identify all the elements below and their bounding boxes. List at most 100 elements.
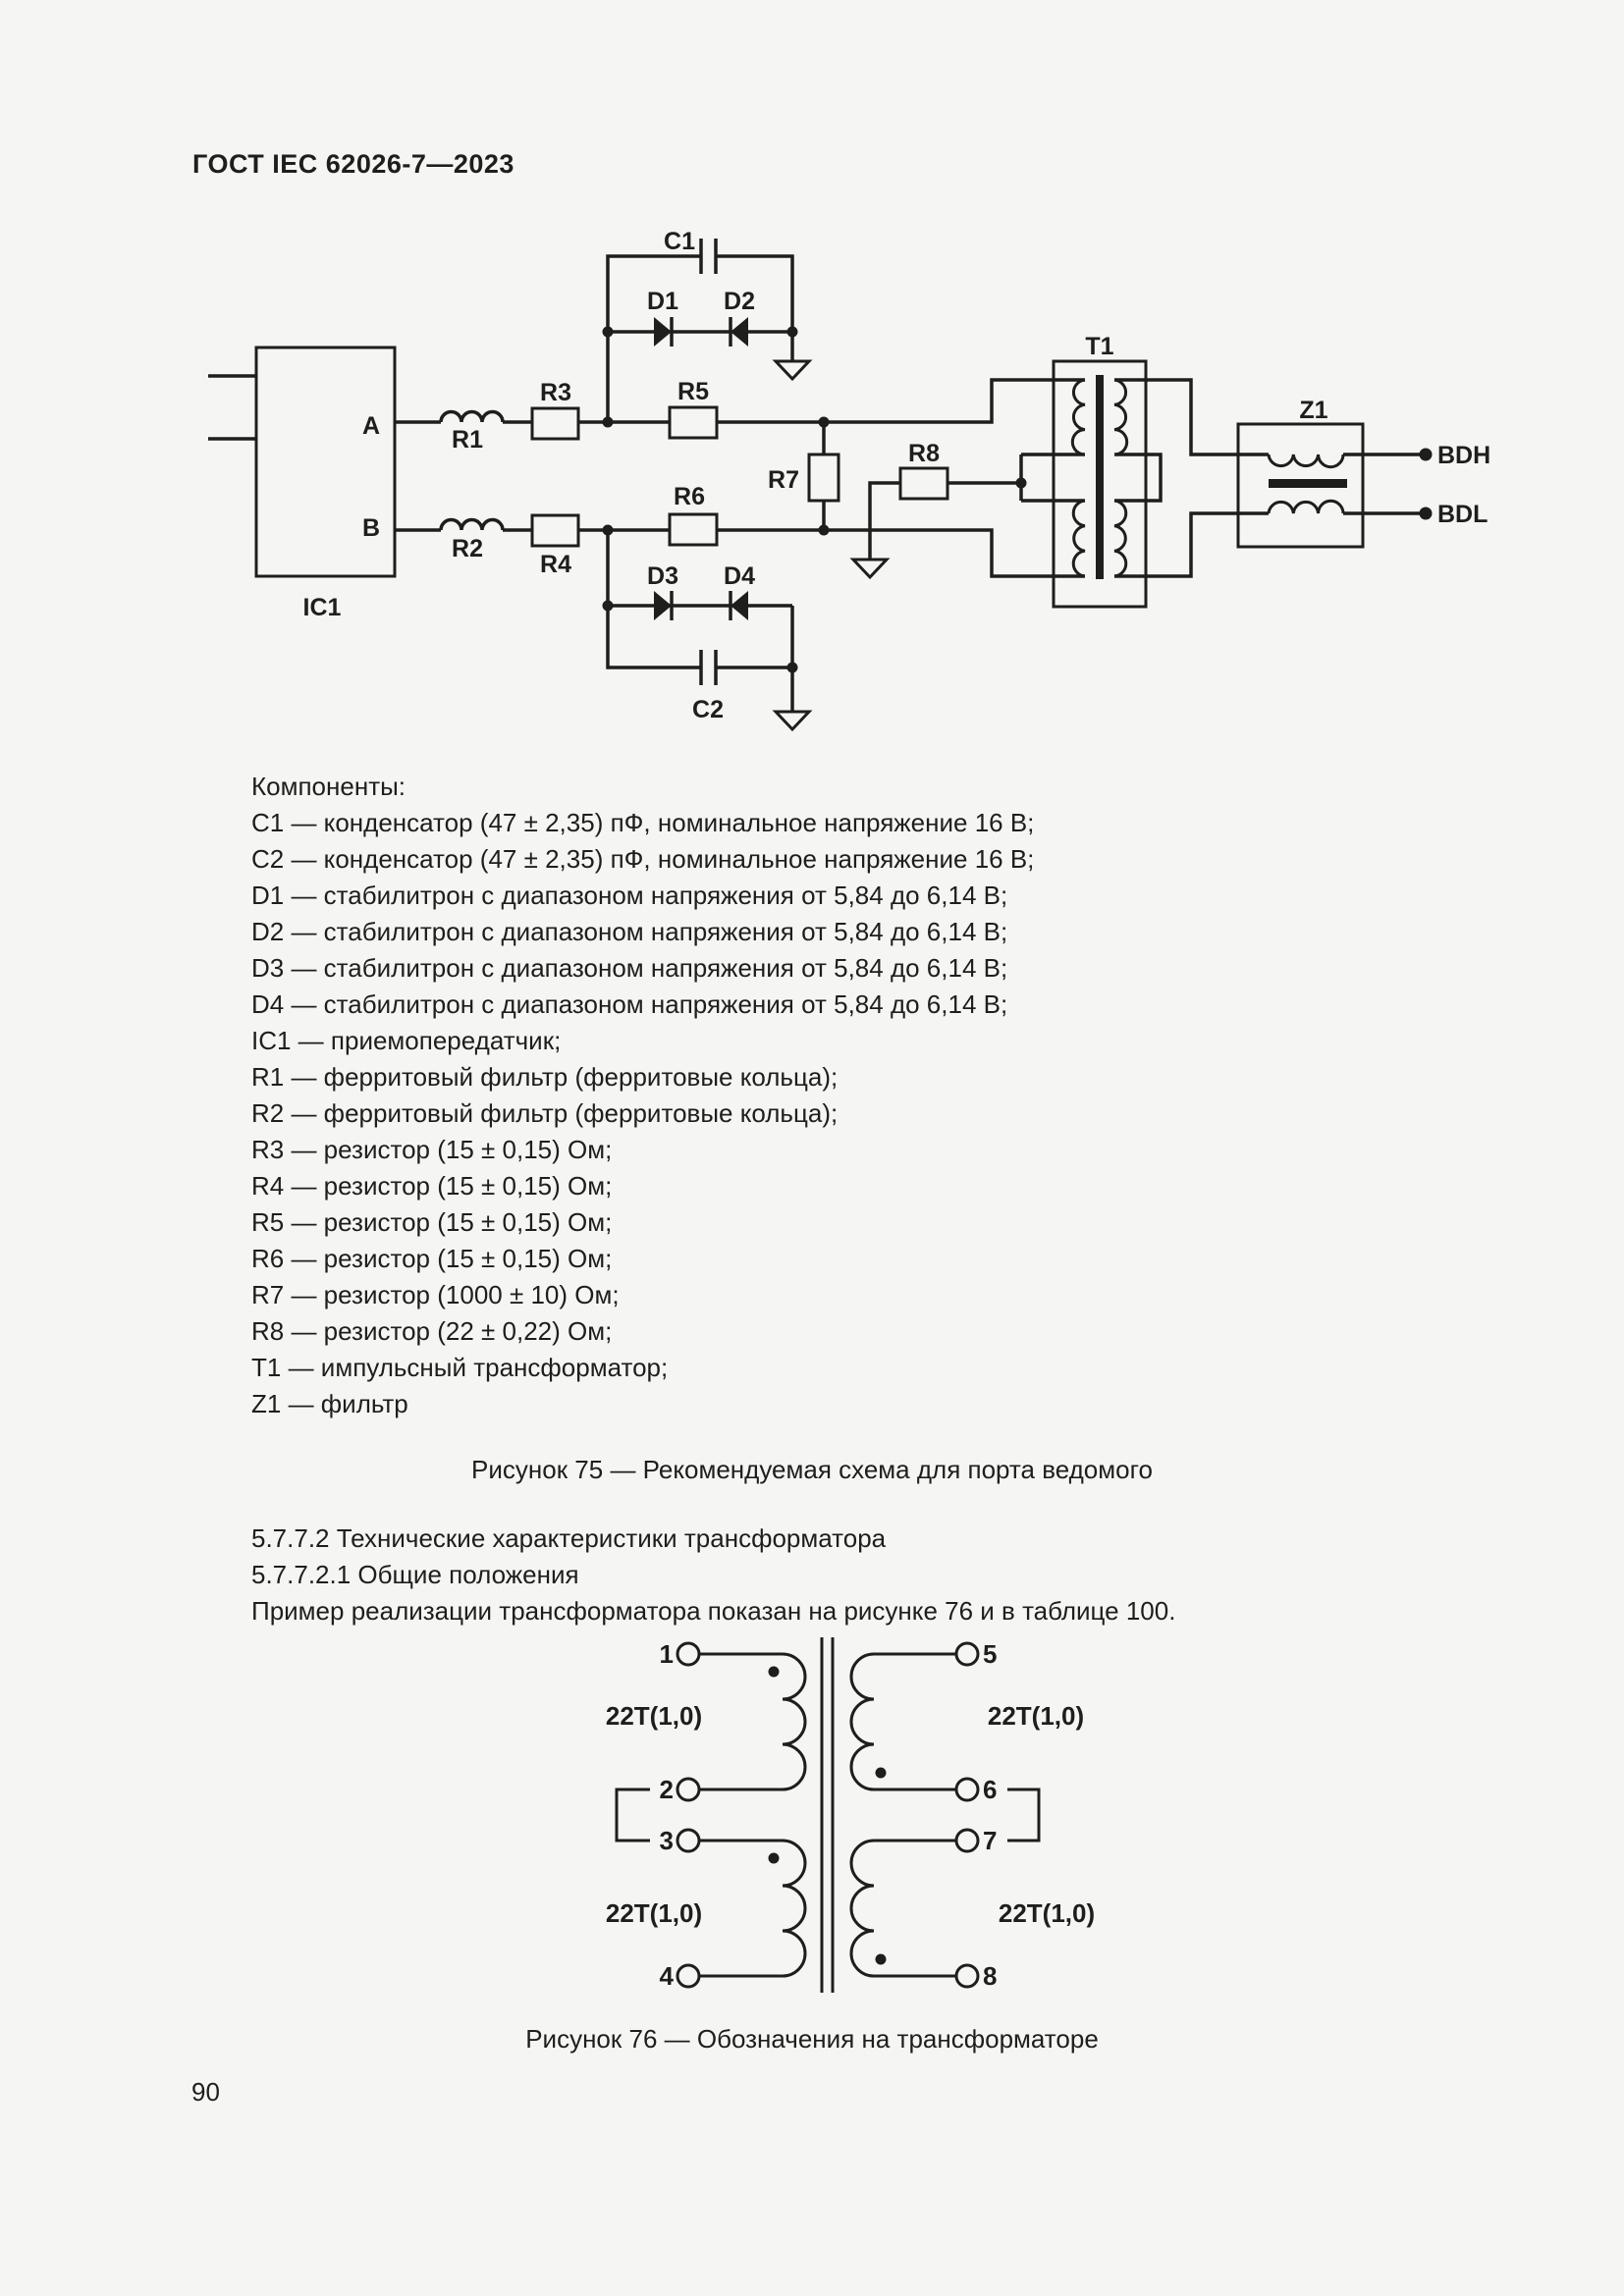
t1-label: T1 xyxy=(1085,333,1113,360)
winding-label-bottom-left: 22T(1,0) xyxy=(606,1898,702,1928)
list-item: R7 — резистор (1000 ± 10) Ом; xyxy=(251,1280,620,1309)
resistor-r4-symbol xyxy=(530,513,580,548)
winding-label-top-left: 22T(1,0) xyxy=(606,1701,702,1731)
series-resistors: R3 R5 R4 R6 xyxy=(530,378,719,578)
list-item: D1 — стабилитрон с диапазоном напряжения… xyxy=(251,881,1008,910)
winding-7-8 xyxy=(849,1839,956,1978)
component-list: Компоненты: C1 — конденсатор (47 ± 2,35)… xyxy=(251,769,1034,1422)
list-item: D3 — стабилитрон с диапазоном напряжения… xyxy=(251,953,1008,983)
list-item: C1 — конденсатор (47 ± 2,35) пФ, номинал… xyxy=(251,808,1035,837)
core-bar xyxy=(1269,479,1347,488)
section-heading-57721: 5.7.7.2.1 Общие положения xyxy=(251,1560,579,1589)
list-item: IC1 — приемопередатчик; xyxy=(251,1026,562,1055)
diode-d4-symbol xyxy=(731,591,748,620)
figure76-diagram: 1 2 3 4 5 6 7 8 22T(1,0) 22T(1,0) 22T(1,… xyxy=(606,1637,1095,1993)
filter-z1-symbol: Z1 BDH BDL xyxy=(1236,397,1490,549)
ground-icon xyxy=(849,558,891,580)
centertap-r8: R8 xyxy=(849,440,1085,580)
diode-d2-symbol xyxy=(731,317,748,347)
winding-5-6 xyxy=(849,1652,956,1791)
bdl-label: BDL xyxy=(1437,501,1488,528)
diode-d3-symbol xyxy=(654,591,672,620)
pin5-label: 5 xyxy=(983,1639,997,1669)
list-item: C2 — конденсатор (47 ± 2,35) пФ, номинал… xyxy=(251,844,1035,874)
link-6-7 xyxy=(1007,1788,1041,1842)
bdh-label: BDH xyxy=(1437,442,1490,469)
pin6-label: 6 xyxy=(983,1775,997,1804)
terminal-bdl xyxy=(1419,507,1433,520)
line-b-wiring: R2 xyxy=(395,517,1085,578)
r8-label: R8 xyxy=(908,440,940,467)
page-number: 90 xyxy=(191,2077,220,2107)
pin-terminals xyxy=(676,1641,980,1989)
figure76-caption: Рисунок 76 — Обозначения на трансформато… xyxy=(525,2024,1099,2054)
line-a-wiring: R1 xyxy=(395,378,1085,454)
r5-label: R5 xyxy=(677,378,709,405)
component-list-title: Компоненты: xyxy=(251,772,406,801)
polarity-dot xyxy=(875,1767,887,1779)
resistor-r5-symbol xyxy=(668,405,719,440)
winding-3-4 xyxy=(699,1839,807,1978)
r2-label: R2 xyxy=(452,535,483,562)
core-lines xyxy=(820,1637,835,1993)
r3-label: R3 xyxy=(540,379,571,406)
c1-label: C1 xyxy=(664,228,695,255)
transformer-t1-symbol: T1 xyxy=(1052,333,1238,609)
polarity-dot xyxy=(768,1666,780,1678)
polarity-dot xyxy=(768,1852,780,1864)
ground-icon xyxy=(772,710,813,732)
pin-a-label: A xyxy=(362,412,380,440)
list-item: Z1 — фильтр xyxy=(251,1389,408,1418)
r6-label: R6 xyxy=(674,483,705,510)
winding-1-2 xyxy=(699,1652,807,1791)
list-item: R4 — резистор (15 ± 0,15) Ом; xyxy=(251,1171,613,1201)
resistor-r7-symbol xyxy=(807,453,840,503)
list-item: R3 — резистор (15 ± 0,15) Ом; xyxy=(251,1135,613,1164)
r7-label: R7 xyxy=(768,466,799,494)
junction-dots xyxy=(602,326,1027,673)
d2-label: D2 xyxy=(724,288,755,315)
clamp-c1-d1-d2: C1 D1 D2 xyxy=(606,228,813,422)
list-item: R1 — ферритовый фильтр (ферритовые кольц… xyxy=(251,1062,839,1092)
capacitor-c1-symbol xyxy=(699,239,718,274)
pin8-label: 8 xyxy=(983,1961,997,1991)
list-item: R2 — ферритовый фильтр (ферритовые кольц… xyxy=(251,1098,839,1128)
ground-icon xyxy=(772,359,813,382)
resistor-r3-symbol xyxy=(530,406,580,441)
termination-r7: R7 xyxy=(768,422,840,530)
pin4-label: 4 xyxy=(660,1961,675,1991)
capacitor-c2-symbol xyxy=(699,650,718,685)
pin3-label: 3 xyxy=(660,1826,674,1855)
page-header: ГОСТ IEC 62026-7—2023 xyxy=(192,149,514,179)
list-item: T1 — импульсный трансформатор; xyxy=(251,1353,669,1382)
resistor-r6-symbol xyxy=(668,512,719,547)
pin1-label: 1 xyxy=(660,1639,674,1669)
d1-label: D1 xyxy=(647,288,678,315)
figure75-caption: Рисунок 75 — Рекомендуемая схема для пор… xyxy=(471,1455,1153,1484)
d4-label: D4 xyxy=(724,562,755,590)
winding-label-top-right: 22T(1,0) xyxy=(988,1701,1084,1731)
core-bar xyxy=(1096,375,1104,579)
ic1-transceiver-symbol: IC1 A B xyxy=(208,346,397,621)
clamp-d3-d4-c2: D3 D4 C2 xyxy=(606,530,813,732)
c2-label: C2 xyxy=(692,696,724,723)
terminal-bdh xyxy=(1419,448,1433,461)
winding-label-bottom-right: 22T(1,0) xyxy=(999,1898,1095,1928)
ic1-label: IC1 xyxy=(303,594,342,621)
list-item: R5 — резистор (15 ± 0,15) Ом; xyxy=(251,1207,613,1237)
ferrite-filter-r1 xyxy=(439,409,505,423)
d3-label: D3 xyxy=(647,562,678,590)
list-item: D4 — стабилитрон с диапазоном напряжения… xyxy=(251,989,1008,1019)
list-item: R6 — резистор (15 ± 0,15) Ом; xyxy=(251,1244,613,1273)
pin2-label: 2 xyxy=(660,1775,674,1804)
section-paragraph: Пример реализации трансформатора показан… xyxy=(251,1596,1176,1626)
polarity-dot xyxy=(875,1953,887,1965)
pin7-label: 7 xyxy=(983,1826,997,1855)
resistor-r8-symbol xyxy=(898,466,949,501)
r4-label: R4 xyxy=(540,551,571,578)
link-2-3 xyxy=(615,1788,650,1842)
component-list-items: C1 — конденсатор (47 ± 2,35) пФ, номинал… xyxy=(251,805,1034,1422)
z1-label: Z1 xyxy=(1299,397,1327,424)
